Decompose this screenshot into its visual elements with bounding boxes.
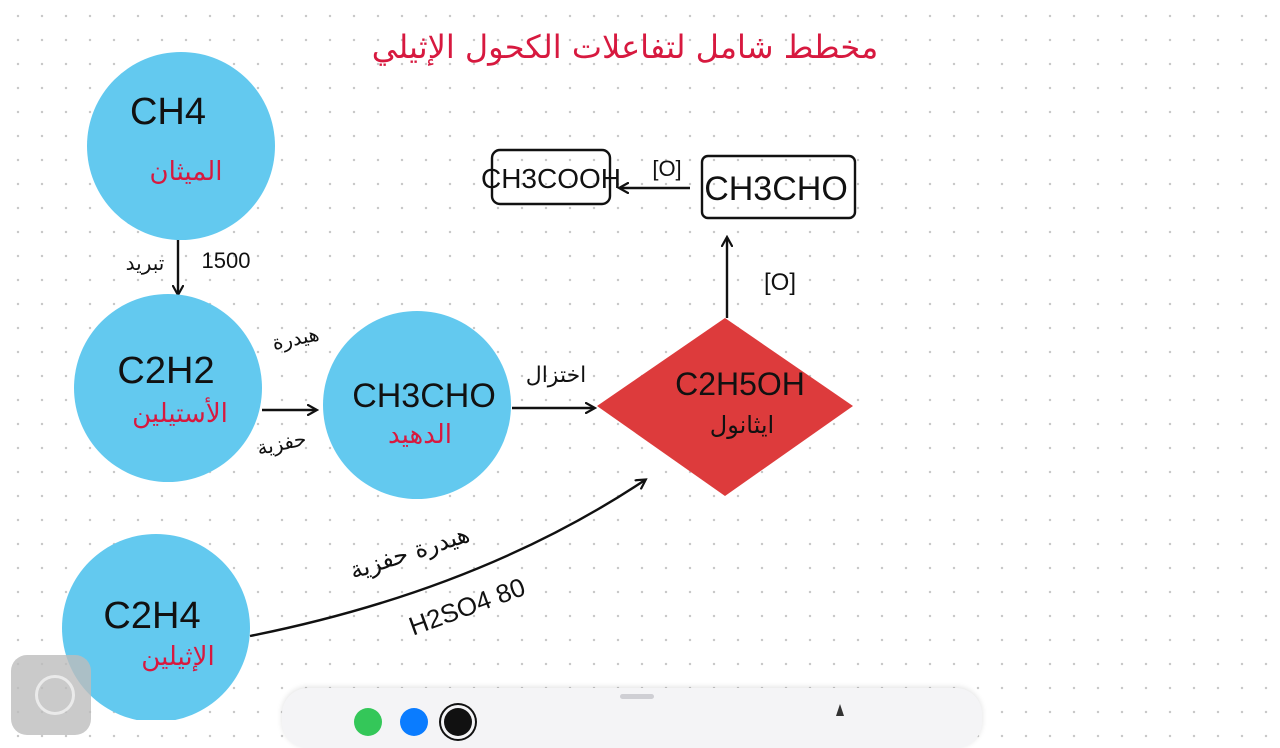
toolbar-drag-handle[interactable] <box>620 694 654 699</box>
acetaldehyde-name: الدهيد <box>388 420 452 450</box>
label-acid-conditions: H2SO4 80 <box>405 572 529 642</box>
acetylene-node: C2H2 الأستيلين <box>74 294 262 482</box>
methane-name: الميثان <box>150 157 223 187</box>
label-catalytic-hydration: هيدرة حفزية <box>346 520 473 585</box>
acetaldehyde-node: CH3CHO الدهيد <box>323 311 511 499</box>
label-oxidation-2: [O] <box>652 156 681 181</box>
aldehyde-box: CH3CHO <box>700 154 857 220</box>
assistive-touch-button[interactable] <box>11 655 91 735</box>
label-catalytic: حفزية <box>255 426 309 460</box>
assistive-touch-icon <box>35 675 75 715</box>
ethylene-name: الإثيلين <box>141 642 214 672</box>
label-temperature: 1500 <box>202 248 251 273</box>
label-hydration: هيدرة <box>270 322 321 355</box>
acetylene-formula: C2H2 <box>117 350 214 392</box>
ethylene-node: C2H4 الإثيلين <box>62 534 250 720</box>
methane-node: CH4 الميثان <box>87 52 275 240</box>
label-oxidation-1: [O] <box>764 269 796 296</box>
acetic-acid-box: CH3COOH <box>481 148 621 206</box>
methane-formula: CH4 <box>130 91 206 133</box>
ethanol-name: ايثانول <box>710 411 774 439</box>
drawing-toolbar <box>282 688 982 748</box>
acetylene-name: الأستيلين <box>132 396 228 429</box>
aldehyde-box-formula: CH3CHO <box>704 170 848 208</box>
label-cooling: تبريد <box>126 251 165 275</box>
arrow-ethylene-ethanol <box>249 480 645 638</box>
ethylene-formula: C2H4 <box>103 595 200 637</box>
diagram-title: مخطط شامل لتفاعلات الكحول الإثيلي <box>372 28 878 66</box>
green-color-swatch[interactable] <box>354 708 382 736</box>
ethanol-formula: C2H5OH <box>675 366 805 402</box>
acetaldehyde-formula: CH3CHO <box>352 377 496 415</box>
ethanol-node: C2H5OH ايثانول <box>597 318 853 496</box>
diagram-canvas: مخطط شامل لتفاعلات الكحول الإثيلي CH4 ال… <box>62 28 878 720</box>
blue-color-swatch[interactable] <box>400 708 428 736</box>
label-reduction: اختزال <box>526 363 587 388</box>
black-color-swatch[interactable] <box>444 708 472 736</box>
acetic-acid-formula: CH3COOH <box>481 163 621 194</box>
pen-tool-icon[interactable] <box>836 704 844 716</box>
